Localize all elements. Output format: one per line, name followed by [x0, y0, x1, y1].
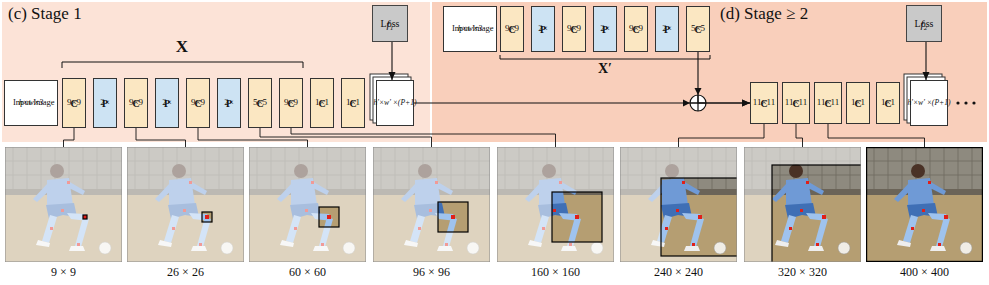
loss-box: Lossf₁	[372, 5, 408, 42]
bracket	[500, 55, 710, 59]
continuation-dot	[964, 101, 967, 104]
input-image-box: Input Imageh×w×3	[4, 80, 58, 126]
continuation-dot	[956, 101, 959, 104]
input-image-box: Input Imageh×w×3	[443, 6, 497, 52]
layer-label: C	[824, 98, 831, 109]
connector-arrow	[925, 42, 926, 80]
leader-line	[260, 128, 432, 147]
layer-label: P	[102, 98, 108, 109]
conv-layer: 9×9C	[279, 78, 303, 128]
pool-layer: 2×P	[93, 78, 117, 128]
pool-layer: 2×P	[531, 6, 555, 52]
layer-label: C	[70, 98, 77, 109]
layer-label: P	[226, 98, 232, 109]
leader-line	[291, 128, 556, 147]
belief-map-stack: h′×w′ ×(P+1)	[910, 80, 948, 126]
receptive-field-size: 160 × 160	[531, 266, 580, 279]
receptive-field-image	[866, 147, 983, 262]
leader-line	[828, 124, 925, 147]
belief-map-stack: h′×w′ ×(P+1)	[376, 80, 414, 126]
connector-arrow	[391, 42, 392, 80]
layer-label: C	[508, 24, 515, 35]
layer-label: C	[760, 98, 767, 109]
conv-layer: 9×9C	[62, 78, 86, 128]
panel-title: (d) Stage ≥ 2	[720, 5, 808, 24]
conv-layer: 9×9C	[186, 78, 210, 128]
receptive-field-image	[373, 147, 490, 262]
conv-layer: 1×1C	[876, 82, 900, 124]
conv-layer: 5×5C	[686, 6, 710, 52]
leader-line	[64, 128, 75, 147]
receptive-field-image	[497, 147, 614, 262]
conv-layer: 9×9C	[562, 6, 586, 52]
receptive-field-size: 400 × 400	[900, 266, 949, 279]
continuation-dot	[972, 101, 975, 104]
loss-label: f₂	[921, 18, 928, 30]
layer-label: P	[164, 98, 170, 109]
leader-line	[796, 124, 803, 147]
receptive-field-image	[620, 147, 739, 262]
layer-label: P	[540, 24, 546, 35]
pool-layer: 2×P	[155, 78, 179, 128]
pool-layer: 2×P	[655, 6, 679, 52]
leader-line	[136, 128, 186, 147]
stage-panel: (d) Stage ≥ 2Lossf₂Input Imageh×w×39×9C2…	[432, 2, 987, 142]
receptive-field-image	[5, 147, 122, 262]
receptive-field-size: 240 × 240	[654, 266, 703, 279]
bracket	[62, 62, 303, 68]
receptive-field-size: 320 × 320	[778, 266, 827, 279]
conv-layer: 1×1C	[341, 78, 365, 128]
layer-label: C	[792, 98, 799, 109]
input-label: h×w×3	[19, 99, 43, 108]
receptive-field-size: 96 × 96	[413, 266, 450, 279]
layer-label: P	[602, 24, 608, 35]
feature-symbol: X	[176, 38, 188, 57]
receptive-field-image	[127, 147, 244, 262]
receptive-field-image	[744, 147, 876, 269]
feature-symbol: X′	[598, 61, 612, 76]
conv-layer: 1×1C	[846, 82, 870, 124]
receptive-field-size: 26 × 26	[167, 266, 204, 279]
pool-layer: 2×P	[593, 6, 617, 52]
conv-layer: 9×9C	[124, 78, 148, 128]
layer-label: C	[570, 24, 577, 35]
output-size-label: h′×w′ ×(P+1)	[373, 99, 416, 107]
input-label: h×w×3	[458, 25, 482, 34]
layer-label: C	[287, 98, 294, 109]
stage2-panel-ground	[432, 2, 987, 142]
layer-label: C	[349, 98, 356, 109]
receptive-field-size: 60 × 60	[289, 266, 326, 279]
layer-label: C	[132, 98, 139, 109]
connector-arrow	[698, 52, 750, 103]
layer-label: C	[256, 98, 263, 109]
receptive-field-size: 9 × 9	[51, 266, 76, 279]
layer-label: C	[318, 98, 325, 109]
layer-label: C	[884, 98, 891, 109]
layer-label: C	[632, 24, 639, 35]
leader-line	[679, 124, 765, 147]
conv-layer: 9×9C	[624, 6, 648, 52]
layer-label: C	[854, 98, 861, 109]
conv-layer: 11×11C	[750, 82, 778, 124]
pool-layer: 2×P	[217, 78, 241, 128]
loss-box: Lossf₂	[906, 5, 942, 42]
conv-layer: 11×11C	[782, 82, 810, 124]
panel-title: (c) Stage 1	[8, 5, 82, 24]
conv-layer: 5×5C	[248, 78, 272, 128]
conv-layer: 1×1C	[310, 78, 334, 128]
layer-label: C	[194, 98, 201, 109]
layer-label: C	[694, 24, 701, 35]
receptive-field-image	[249, 147, 366, 262]
layer-label: P	[664, 24, 670, 35]
conv-layer: 9×9C	[500, 6, 524, 52]
stage-panel: (c) Stage 1Lossf₁Input Imageh×w×39×9C2×P…	[2, 2, 430, 142]
output-size-label: h′×w′ ×(P+1)	[907, 99, 950, 107]
loss-label: f₁	[387, 18, 394, 30]
conv-layer: 11×11C	[814, 82, 842, 124]
stage1-panel-ground	[2, 2, 430, 142]
